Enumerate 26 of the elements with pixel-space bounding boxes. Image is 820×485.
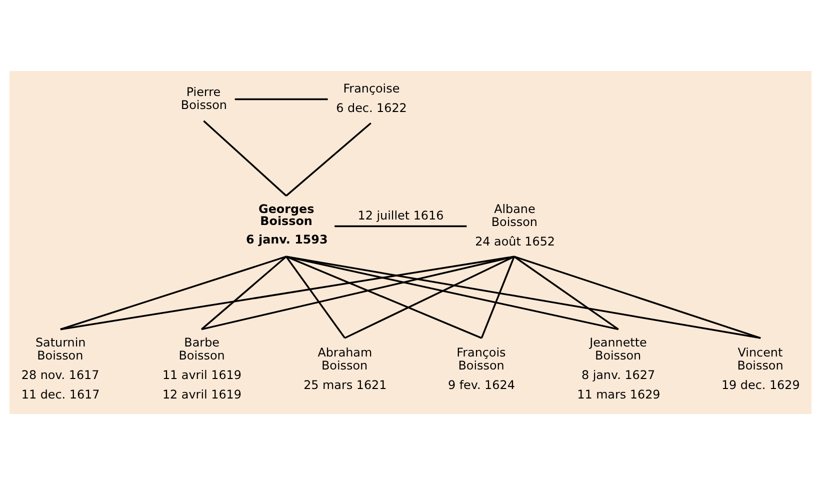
connector [60, 256, 514, 330]
connector [285, 256, 346, 339]
connector [513, 256, 760, 339]
connector [285, 122, 371, 196]
connector [60, 256, 286, 330]
connector [344, 256, 514, 339]
connector [334, 225, 466, 228]
node-text: Jeannette Boisson 8 janv. 1627 11 mars 1629 [576, 335, 660, 402]
node-text: Barbe Boisson 11 avril 1619 12 avril 1619 [162, 335, 241, 402]
node-text: Pierre Boisson [180, 84, 226, 112]
edge-label: 12 juillet 1616 [357, 208, 444, 222]
connector [513, 256, 618, 330]
connector [202, 120, 286, 196]
node-text: Albane Boisson 24 août 1652 [474, 202, 555, 249]
connector [200, 256, 286, 330]
node-text: Vincent Boisson 19 dec. 1629 [720, 345, 800, 392]
connector [480, 256, 514, 338]
connector [234, 98, 328, 100]
connector [200, 256, 514, 330]
node-text: Georges Boisson 6 janv. 1593 [246, 202, 328, 246]
connector [285, 256, 482, 339]
node-text: Françoise 6 dec. 1622 [336, 81, 406, 116]
connector [286, 256, 760, 339]
node-text: François Boisson 9 fev. 1624 [447, 345, 514, 392]
node-text: Abraham Boisson 25 mars 1621 [303, 345, 386, 392]
node-text: Saturnin Boisson 28 nov. 1617 11 dec. 1617 [20, 335, 100, 402]
